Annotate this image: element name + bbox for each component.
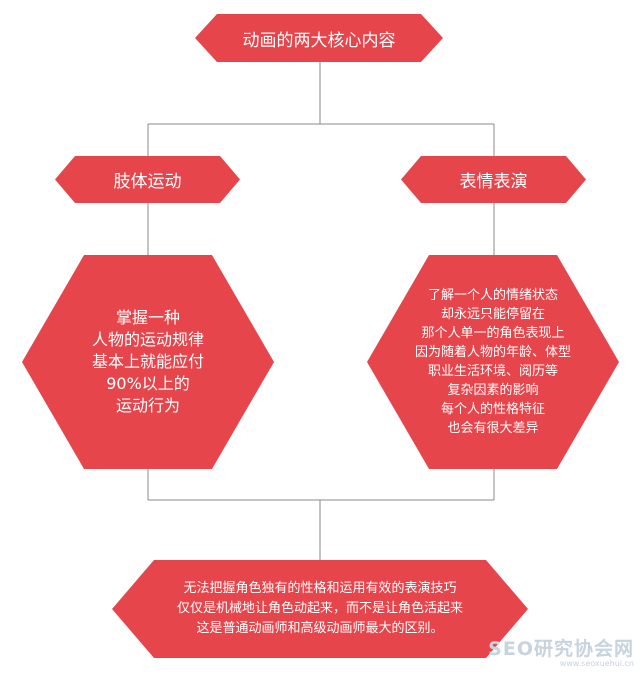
conclusion-node: 无法把握角色独有的性格和运用有效的表演技巧 仅仅是机械地让角色动起来，而不是让角… [112, 560, 528, 658]
conclusion-line: 仅仅是机械地让角色动起来，而不是让角色活起来 [176, 601, 463, 616]
conclusion-line: 这是普通动画师和高级动画师最大的区别。 [196, 621, 444, 636]
conclusion-line: 无法把握角色独有的性格和运用有效的表演技巧 [183, 581, 457, 596]
detail-right-line: 每个人的性格特征 [440, 402, 545, 417]
detail-right-line: 因为随着人物的年龄、体型 [414, 345, 571, 360]
branch-node-body-movement-label: 肢体运动 [113, 172, 182, 192]
detail-left-line: 基本上就能应付 [91, 352, 204, 371]
branch-node-expression: 表情表演 [401, 156, 586, 203]
detail-right-line: 却永远只能停留在 [440, 307, 545, 322]
watermark-logo: SEO研究协会网 www.seoxuehui.cn [488, 640, 634, 668]
detail-right-line: 也会有很大差异 [447, 421, 539, 436]
detail-node-body-movement: 掌握一种 人物的运动规律 基本上就能应付 90%以上的 运动行为 [22, 255, 274, 469]
detail-right-line: 了解一个人的情绪状态 [427, 288, 558, 303]
root-node: 动画的两大核心内容 [195, 14, 443, 62]
branch-node-expression-label: 表情表演 [459, 172, 528, 192]
detail-right-line: 职业生活环境、阅历等 [427, 364, 558, 379]
watermark-url-text: www.seoxuehui.cn [559, 659, 634, 668]
watermark-main-text: SEO研究协会网 [488, 638, 634, 660]
detail-node-expression: 了解一个人的情绪状态 却永远只能停留在 那个人单一的角色表现上 因为随着人物的年… [367, 255, 619, 469]
detail-left-line: 90%以上的 [106, 374, 190, 393]
detail-left-line: 运动行为 [115, 396, 180, 415]
detail-right-line: 那个人单一的角色表现上 [421, 326, 565, 341]
branch-node-body-movement: 肢体运动 [55, 156, 240, 203]
detail-right-line: 复杂因素的影响 [447, 383, 539, 398]
root-node-label: 动画的两大核心内容 [242, 30, 396, 51]
detail-left-line: 掌握一种 [115, 308, 180, 327]
detail-left-line: 人物的运动规律 [91, 330, 204, 349]
